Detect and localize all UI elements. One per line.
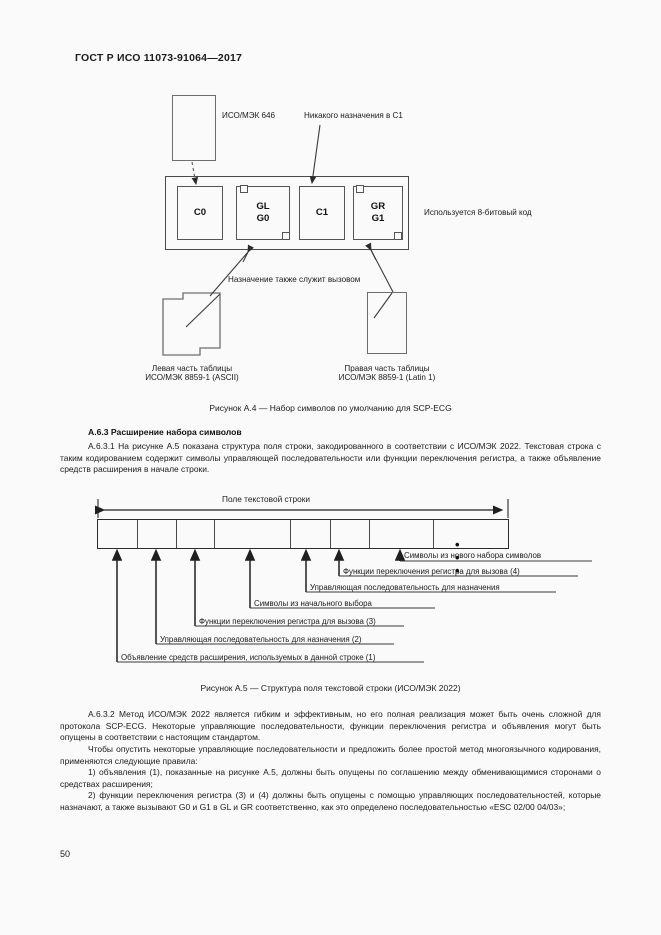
assignment-invocation-label: Назначение также служит вызовом — [228, 275, 361, 284]
left-table-label-line1: Левая часть таблицы — [151, 364, 233, 373]
section-a632-paragraph-1: А.6.3.2 Метод ИСО/МЭК 2022 является гибк… — [60, 709, 601, 744]
right-table-shape — [367, 292, 407, 354]
eight-bit-code-label: Используется 8-битовый код — [424, 208, 532, 217]
right-table-label: Правая часть таблицы ИСО/МЭК 8859-1 (Lat… — [307, 364, 467, 382]
running-head: ГОСТ Р ИСО 11073-91064—2017 — [75, 52, 243, 64]
cell-gr-g1: GR G1 — [353, 186, 403, 240]
left-table-label-line2: ИСО/МЭК 8859-1 (ASCII) — [145, 373, 239, 382]
right-table-label-line1: Правая часть таблицы — [344, 364, 430, 373]
section-a632-list-item-2: 2) функции переключения регистра (3) и (… — [60, 790, 601, 813]
figure-a4-caption: Рисунок А.4 — Набор символов по умолчани… — [209, 403, 452, 413]
section-a631-text: А.6.3.1 На рисунке А.5 показана структур… — [60, 441, 601, 475]
strip-divider-3 — [214, 520, 216, 548]
section-a631-paragraph: А.6.3.1 На рисунке А.5 показана структур… — [60, 441, 601, 476]
section-a63-heading-text: А.6.3 Расширение набора символов — [88, 427, 242, 437]
cell-c1-line1: C1 — [315, 207, 329, 218]
section-a63-heading: А.6.3 Расширение набора символов — [60, 427, 601, 437]
cell-c0: C0 — [177, 186, 223, 240]
strip-divider-2 — [176, 520, 178, 548]
knob-gr-bottomright — [394, 232, 402, 240]
strip-divider-1 — [137, 520, 139, 548]
cell-gl-g0-line1: GL — [256, 201, 270, 212]
figure-a5-callout-4: Символы из начального выбора — [254, 599, 372, 608]
strip-divider-6 — [369, 520, 371, 548]
knob-gl-topleft — [240, 185, 248, 193]
strip-ellipsis: • • • — [455, 537, 464, 578]
no-assignment-c1-label: Никакого назначения в С1 — [304, 111, 403, 120]
knob-gl-bottomright — [282, 232, 290, 240]
cell-gr-g1-line1: GR — [370, 201, 386, 212]
figure-a5-callout-6: Функции переключения регистра для вызова… — [343, 567, 520, 576]
figure-a5-callout-3: Функции переключения регистра для вызова… — [199, 617, 376, 626]
figure-a5-callout-2: Управляющая последовательность для назна… — [160, 635, 362, 644]
figure-a5-span-title: Поле текстовой строки — [222, 494, 310, 504]
strip-divider-4 — [290, 520, 292, 548]
section-a632-paragraph-2: Чтобы опустить некоторые управляющие пос… — [60, 744, 601, 767]
cell-gl-g0: GL G0 — [236, 186, 290, 240]
figure-a5-callout-5: Управляющая последовательность для назна… — [310, 583, 500, 592]
strip-divider-5 — [330, 520, 332, 548]
figure-a4: ИСО/МЭК 646 Никакого назначения в С1 C0 … — [0, 0, 661, 400]
figure-a5-caption: Рисунок А.5 — Структура поля текстовой с… — [200, 683, 461, 693]
section-a632-list-item-1: 1) объявления (1), показанные на рисунке… — [60, 767, 601, 790]
left-table-label: Левая часть таблицы ИСО/МЭК 8859-1 (ASCI… — [112, 364, 272, 382]
section-a632-text-1: А.6.3.2 Метод ИСО/МЭК 2022 является гибк… — [60, 709, 601, 743]
cell-c1: C1 — [299, 186, 345, 240]
cell-gr-g1-line2: G1 — [371, 213, 385, 224]
section-a632-text-3: 1) объявления (1), показанные на рисунке… — [60, 767, 601, 789]
text-string-field-strip — [97, 519, 509, 549]
section-a632-text-2: Чтобы опустить некоторые управляющие пос… — [60, 744, 601, 766]
iso646-label: ИСО/МЭК 646 — [222, 111, 276, 120]
iso646-box — [172, 95, 216, 161]
section-a632-text-4: 2) функции переключения регистра (3) и (… — [60, 790, 601, 812]
figure-a5-callout-1: Объявление средств расширения, используе… — [121, 653, 376, 662]
page-number: 50 — [60, 849, 71, 859]
right-table-label-line2: ИСО/МЭК 8859-1 (Latin 1) — [338, 373, 436, 382]
cell-gl-g0-line2: G0 — [256, 213, 270, 224]
cell-c0-line1: C0 — [193, 207, 207, 218]
figure-a5-callout-7: Символы из нового набора символов — [404, 551, 542, 560]
strip-divider-7 — [433, 520, 435, 548]
knob-gr-topleft — [356, 185, 364, 193]
